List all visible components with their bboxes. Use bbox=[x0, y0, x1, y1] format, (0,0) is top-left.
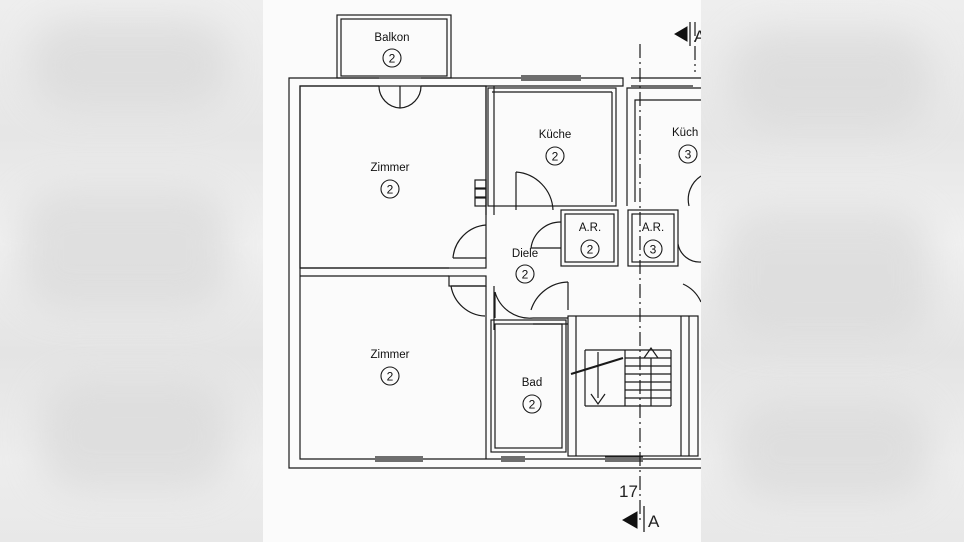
room-label-ar-2: A.R. bbox=[579, 222, 601, 234]
section-label-bottom: A bbox=[648, 512, 660, 531]
room-number-diele: 2 bbox=[522, 268, 529, 282]
section-line bbox=[639, 22, 696, 520]
room-number-zimmer-bottom: 2 bbox=[387, 370, 394, 384]
axis-number: 17 bbox=[619, 482, 638, 501]
room-number-ar-2: 2 bbox=[587, 243, 594, 257]
section-arrow-bottom-icon bbox=[621, 511, 638, 529]
room-number-circles bbox=[380, 48, 698, 414]
room-label-zimmer-top: Zimmer bbox=[371, 162, 410, 174]
room-label-balkon: Balkon bbox=[374, 32, 409, 44]
room-number-ar-3: 3 bbox=[650, 243, 657, 257]
section-marker-top: A bbox=[674, 22, 701, 46]
room-number-bad: 2 bbox=[529, 398, 536, 412]
room-number-kueche-2: 2 bbox=[552, 150, 559, 164]
room-label-bad: Bad bbox=[522, 377, 542, 389]
blurred-background-left bbox=[0, 0, 263, 542]
blurred-background-right bbox=[701, 0, 964, 542]
section-arrow-top-icon bbox=[674, 26, 688, 42]
staircase bbox=[570, 346, 672, 407]
room-label-ar-3: A.R. bbox=[642, 222, 664, 234]
room-label-kueche-2: Küche bbox=[539, 129, 572, 141]
room-label-diele: Diele bbox=[512, 248, 538, 260]
floor-plan-drawing: Balkon 2 Zimmer 2 Küche 2 Küch 3 A.R. 2 … bbox=[288, 14, 701, 532]
floor-plan-sheet: Balkon 2 Zimmer 2 Küche 2 Küch 3 A.R. 2 … bbox=[263, 0, 701, 542]
section-label-top: A bbox=[694, 27, 701, 46]
section-marker-bottom: 17 A bbox=[619, 482, 660, 532]
room-number-balkon: 2 bbox=[389, 52, 396, 66]
room-number-zimmer-top: 2 bbox=[387, 183, 394, 197]
doors bbox=[378, 85, 701, 319]
room-number-kueche-3: 3 bbox=[685, 148, 692, 162]
room-label-kueche-3: Küch bbox=[672, 127, 698, 139]
balcony bbox=[336, 14, 452, 79]
interior-walls bbox=[299, 85, 701, 459]
room-label-zimmer-bottom: Zimmer bbox=[371, 349, 410, 361]
